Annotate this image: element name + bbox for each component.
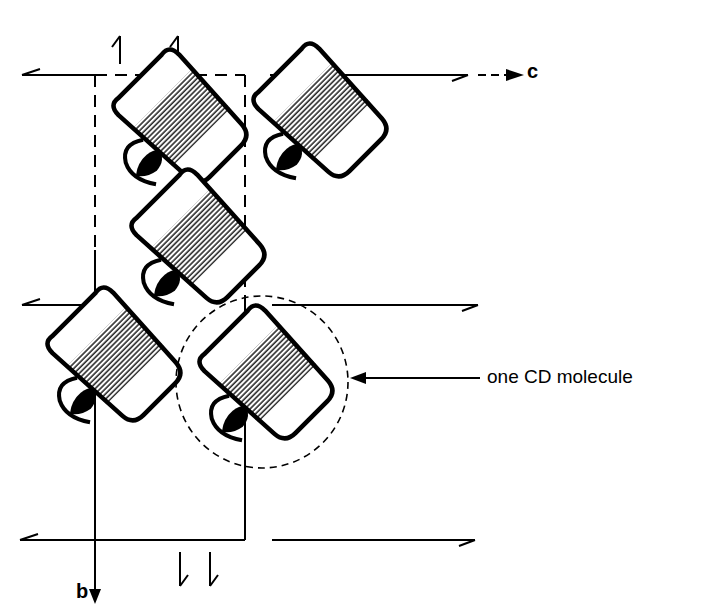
cell-axes xyxy=(20,36,506,590)
leader-arrowhead xyxy=(350,372,366,384)
axis-label: b xyxy=(76,580,88,602)
axis-label: c xyxy=(527,60,538,82)
axis-arrowhead xyxy=(89,589,101,604)
axis-arrowhead xyxy=(506,69,524,81)
highlight-circle xyxy=(176,296,348,468)
leader-line xyxy=(364,377,480,379)
callout-label: one CD molecule xyxy=(487,367,633,388)
cd-molecules xyxy=(21,40,395,470)
